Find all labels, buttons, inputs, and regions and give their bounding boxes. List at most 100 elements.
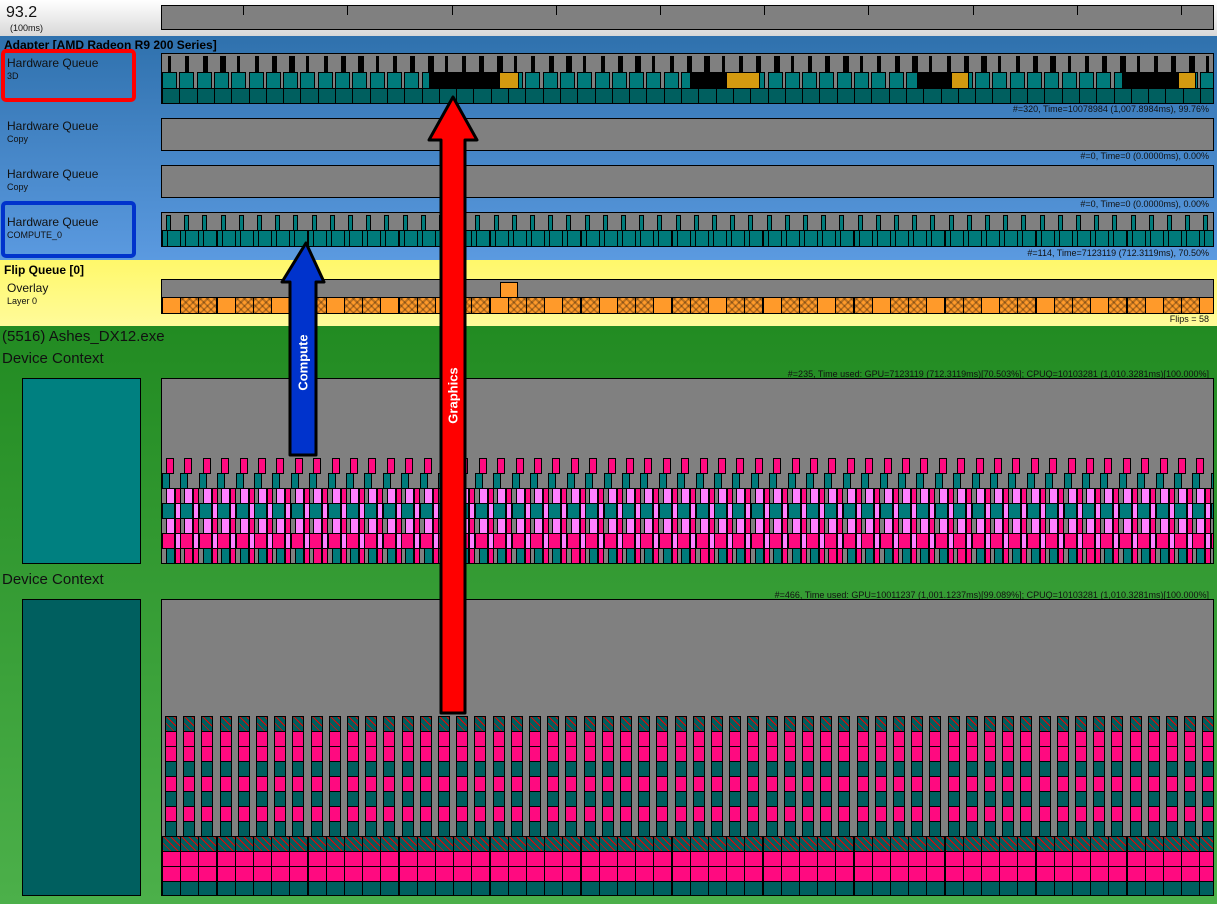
packet[interactable] — [544, 230, 551, 246]
packet[interactable] — [432, 548, 439, 563]
packet-black[interactable] — [1033, 56, 1038, 73]
packet-black[interactable] — [410, 56, 416, 73]
packet[interactable] — [985, 215, 990, 231]
packet[interactable] — [475, 215, 481, 231]
packet[interactable] — [1163, 230, 1169, 246]
packet-black[interactable] — [1067, 56, 1071, 73]
packet-black[interactable] — [998, 56, 1002, 73]
packet[interactable] — [962, 297, 982, 313]
packet[interactable] — [726, 297, 746, 313]
packet[interactable] — [493, 215, 499, 231]
packet[interactable] — [311, 215, 317, 231]
packet-black[interactable] — [790, 56, 794, 73]
packet[interactable] — [322, 548, 329, 563]
packet-black[interactable] — [392, 56, 397, 73]
packet-black[interactable] — [877, 56, 882, 73]
packet[interactable] — [566, 215, 572, 231]
packet[interactable] — [386, 458, 395, 474]
packet[interactable] — [285, 548, 292, 563]
packet-black[interactable] — [635, 56, 642, 73]
packet[interactable] — [803, 215, 808, 231]
packet[interactable] — [368, 548, 378, 563]
packet[interactable] — [1094, 215, 1100, 231]
packet[interactable] — [543, 548, 549, 563]
packet[interactable] — [198, 230, 205, 246]
packet[interactable] — [180, 297, 200, 313]
packet[interactable] — [253, 230, 259, 246]
packet[interactable] — [166, 548, 175, 563]
packet[interactable] — [1199, 297, 1213, 313]
packet-black[interactable] — [617, 56, 623, 73]
packet[interactable] — [377, 548, 384, 563]
packet[interactable] — [294, 548, 304, 563]
packet-black[interactable] — [531, 56, 536, 73]
packet-black[interactable] — [1050, 56, 1057, 73]
packet[interactable] — [471, 297, 491, 313]
packet[interactable] — [708, 230, 714, 246]
packet[interactable] — [307, 230, 314, 246]
packet[interactable] — [1130, 215, 1136, 231]
packet[interactable] — [294, 458, 303, 474]
packet[interactable] — [784, 215, 790, 231]
packet[interactable] — [561, 548, 568, 563]
packet[interactable] — [398, 297, 418, 313]
packet[interactable] — [478, 548, 488, 563]
packet[interactable] — [329, 215, 335, 231]
packet-black[interactable] — [237, 56, 241, 73]
packet[interactable] — [1017, 230, 1024, 246]
time-ruler[interactable] — [161, 5, 1214, 30]
packet[interactable] — [890, 230, 896, 246]
packet[interactable] — [917, 72, 951, 89]
packet[interactable] — [817, 230, 824, 246]
packet[interactable] — [162, 230, 168, 246]
packet[interactable] — [238, 215, 244, 231]
packet[interactable] — [1144, 230, 1151, 246]
packet[interactable] — [908, 230, 915, 246]
packet-black[interactable] — [773, 56, 780, 73]
packet[interactable] — [799, 230, 805, 246]
packet[interactable] — [653, 230, 660, 246]
packet[interactable] — [1181, 230, 1188, 246]
packet[interactable] — [766, 215, 772, 231]
packet[interactable] — [402, 215, 408, 231]
packet[interactable] — [1072, 297, 1091, 313]
packet-black[interactable] — [825, 56, 831, 73]
packet[interactable] — [635, 297, 655, 313]
packet-black[interactable] — [1015, 56, 1020, 73]
packet[interactable] — [416, 230, 423, 246]
packet[interactable] — [944, 230, 951, 246]
packet[interactable] — [690, 72, 726, 89]
packet-black[interactable] — [271, 56, 277, 73]
packet[interactable] — [951, 72, 969, 89]
queue-copy1-track[interactable] — [161, 118, 1214, 151]
packet[interactable] — [230, 548, 237, 563]
packet-black[interactable] — [687, 56, 692, 73]
packet[interactable] — [894, 215, 899, 231]
packet[interactable] — [344, 230, 350, 246]
packet[interactable] — [384, 215, 390, 231]
packet[interactable] — [303, 548, 310, 563]
packet[interactable] — [423, 548, 433, 563]
packet[interactable] — [562, 297, 582, 313]
packet[interactable] — [487, 548, 494, 563]
packet[interactable] — [839, 215, 845, 231]
packet[interactable] — [875, 215, 881, 231]
packet[interactable] — [657, 215, 663, 231]
packet[interactable] — [780, 230, 787, 246]
packet[interactable] — [234, 230, 241, 246]
packet-black[interactable] — [652, 56, 656, 73]
packet[interactable] — [617, 230, 623, 246]
packet[interactable] — [507, 230, 514, 246]
packet-black[interactable] — [808, 56, 813, 73]
packet[interactable] — [1203, 215, 1209, 231]
packet-black[interactable] — [548, 56, 554, 73]
packet[interactable] — [526, 230, 532, 246]
packet[interactable] — [1035, 230, 1042, 246]
packet[interactable] — [221, 548, 231, 563]
packet[interactable] — [366, 215, 372, 231]
packet[interactable] — [635, 230, 642, 246]
packet[interactable] — [584, 215, 590, 231]
packet[interactable] — [1185, 215, 1191, 231]
packet[interactable] — [853, 297, 873, 313]
packet[interactable] — [524, 548, 531, 563]
